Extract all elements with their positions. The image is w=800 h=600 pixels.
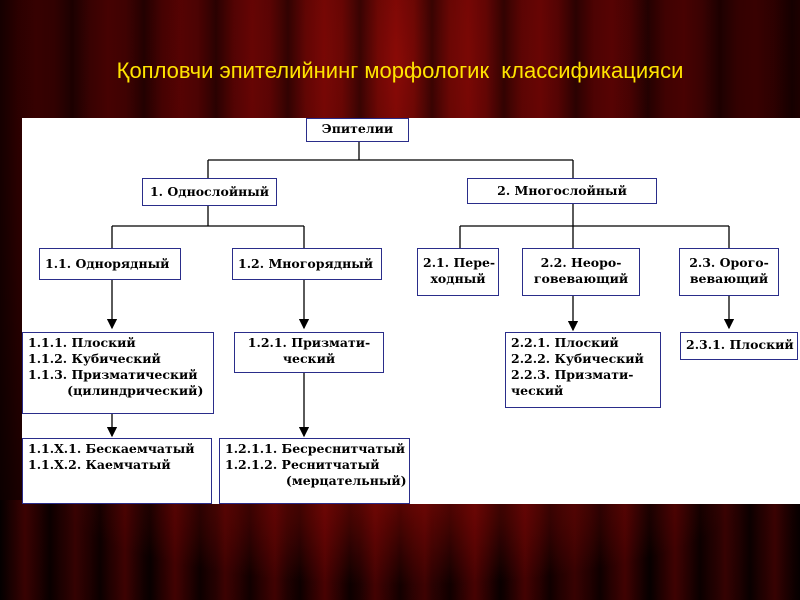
curtain-bottom	[0, 500, 800, 600]
node-transitional: 2.1. Пере- ходный	[417, 248, 499, 296]
node-single-layer: 1. Однослойный	[142, 178, 277, 206]
node-brush-border-types: 1.1.X.1. Бескаемчатый 1.1.X.2. Каемчатый	[22, 438, 212, 504]
connector-lines	[106, 142, 735, 438]
node-keratinized-flat: 2.3.1. Плоский	[680, 332, 798, 360]
diagram-panel: Эпителии 1. Однослойный 2. Многослойный …	[22, 118, 800, 504]
slide-title: Қопловчи эпителийнинг морфологик классиф…	[116, 58, 684, 83]
node-keratinized: 2.3. Орого- вевающий	[679, 248, 779, 296]
node-multi-row: 1.2. Многорядный	[232, 248, 382, 280]
node-prismatic: 1.2.1. Призмати- ческий	[234, 332, 384, 373]
node-nonkeratinized-types: 2.2.1. Плоский 2.2.2. Кубический 2.2.3. …	[505, 332, 661, 408]
node-epithelium: Эпителии	[306, 118, 409, 142]
node-nonkeratinized: 2.2. Неоро- говевающий	[522, 248, 640, 296]
node-single-row-types: 1.1.1. Плоский 1.1.2. Кубический 1.1.3. …	[22, 332, 214, 414]
node-ciliated-types: 1.2.1.1. Бесреснитчатый 1.2.1.2. Реснитч…	[219, 438, 410, 504]
node-multi-layer: 2. Многослойный	[467, 178, 657, 204]
node-single-row: 1.1. Однорядный	[39, 248, 181, 280]
